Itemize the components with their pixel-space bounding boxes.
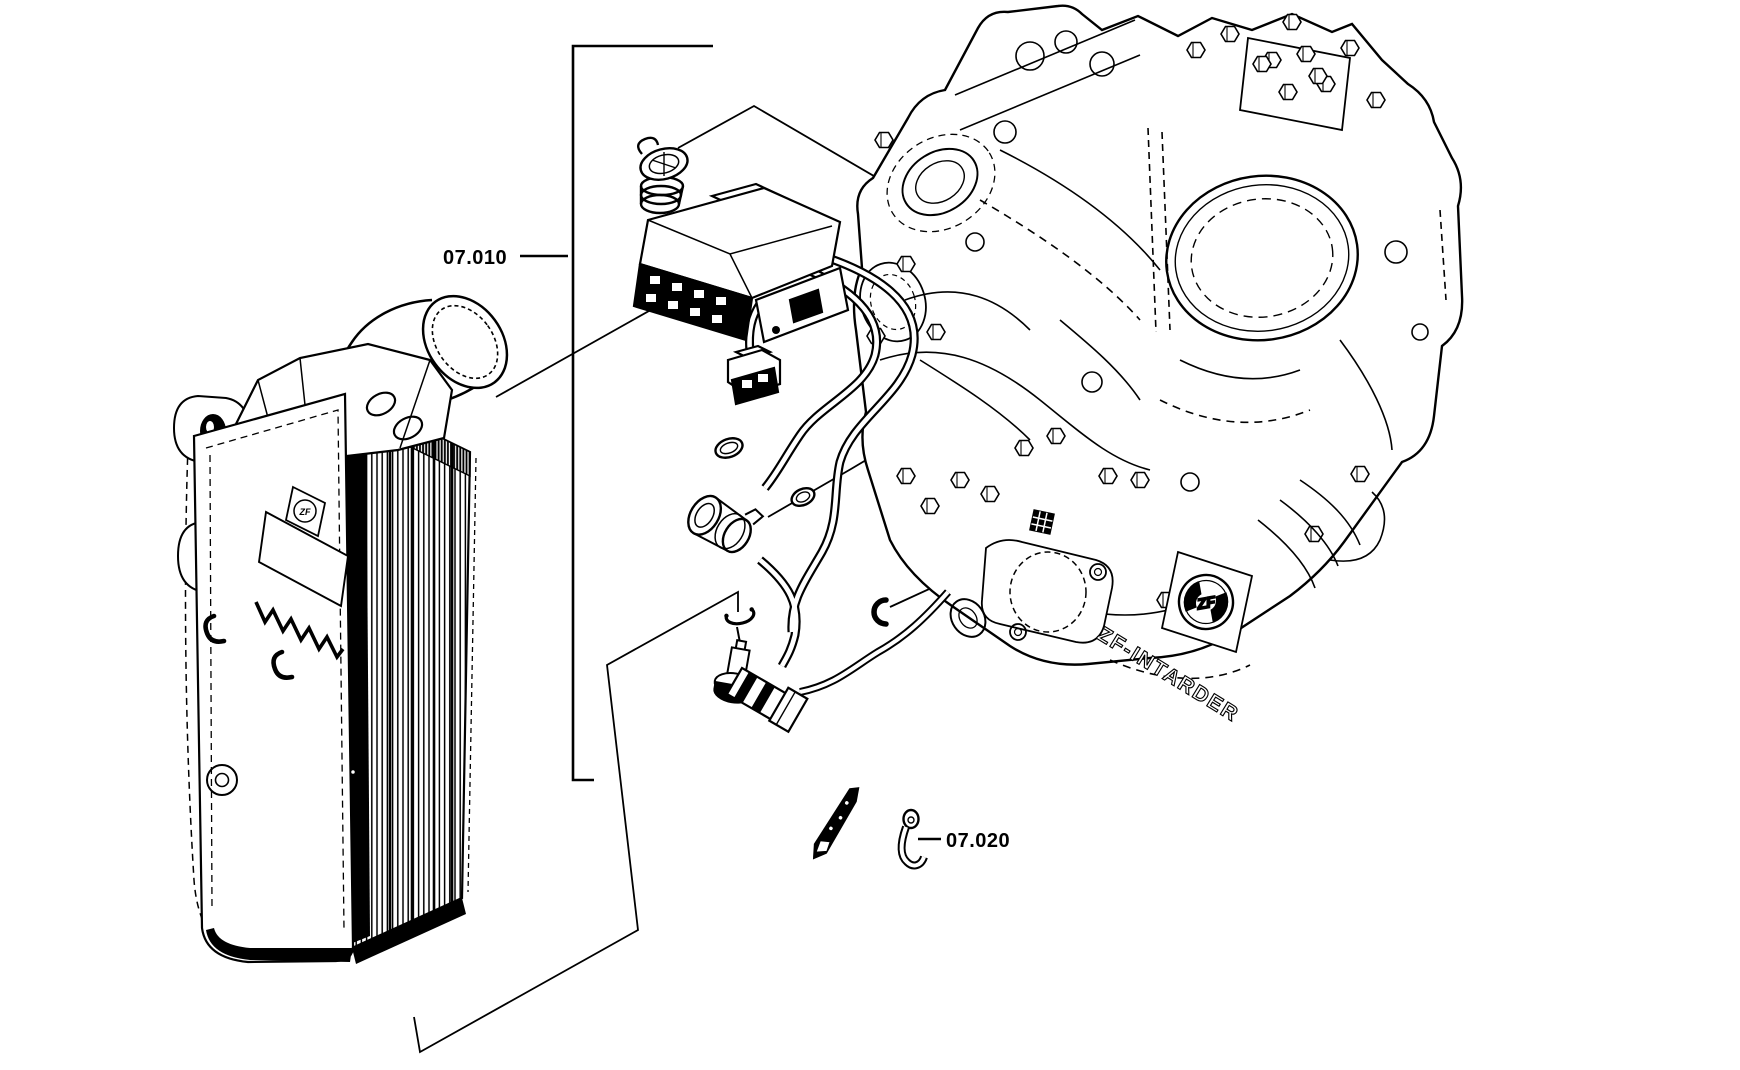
- clip-parts-group: [812, 787, 928, 870]
- spring-band: [254, 601, 345, 661]
- housing-silhouette: [852, 4, 1464, 666]
- hook-clip: [897, 808, 928, 870]
- casting-ribs: [879, 19, 1447, 680]
- clamp-curl-2: [271, 649, 295, 680]
- callout-07010: 07.010: [443, 247, 507, 269]
- vent-grid-icon: [1029, 509, 1055, 535]
- right-angle-plug: [725, 666, 809, 734]
- label-plate: [257, 510, 350, 608]
- drain-pin: [349, 747, 357, 776]
- leader-cap-to-housing: [677, 104, 892, 187]
- oil-cooler: ZF: [172, 294, 509, 964]
- cooler-badge-text: ZF: [299, 507, 311, 517]
- pump-cover-opening: [886, 133, 996, 233]
- zf-logo-badge: [1160, 550, 1254, 654]
- callouts: 07.010 07.020: [443, 44, 1010, 852]
- transmission-housing: ZF-INTARDER: [852, 4, 1464, 727]
- bottom-shade-stack: [352, 898, 466, 964]
- c-clip: [871, 597, 889, 627]
- connector-pins: [646, 276, 726, 323]
- connector-pin-face: [632, 262, 754, 342]
- callout-07020: 07.020: [946, 830, 1010, 852]
- clutch-bell-opening: [1165, 174, 1359, 342]
- breather-cap: [637, 136, 689, 215]
- gasket-flange: [949, 509, 1114, 644]
- fin-stack: [345, 390, 477, 950]
- front-cover: [192, 392, 355, 964]
- o-ring-large: [714, 437, 744, 459]
- lower-boss: [206, 764, 238, 796]
- knurled-pin: [812, 787, 860, 860]
- wiring-harness-group: [632, 136, 951, 734]
- cooler-zf-badge: ZF: [284, 485, 327, 538]
- housing-bosses: [965, 30, 1429, 492]
- round-sensor: [687, 494, 765, 554]
- small-connector: [726, 344, 782, 406]
- bracket-07010: [520, 44, 713, 782]
- leader-sensor-plane: [413, 590, 739, 1054]
- o-ring-small: [790, 486, 816, 508]
- bottom-shade-front: [206, 928, 352, 962]
- main-connector: [632, 182, 850, 344]
- aux-connector-block: [754, 266, 850, 344]
- clamp-curl-1: [203, 613, 227, 644]
- snap-ring: [724, 607, 756, 626]
